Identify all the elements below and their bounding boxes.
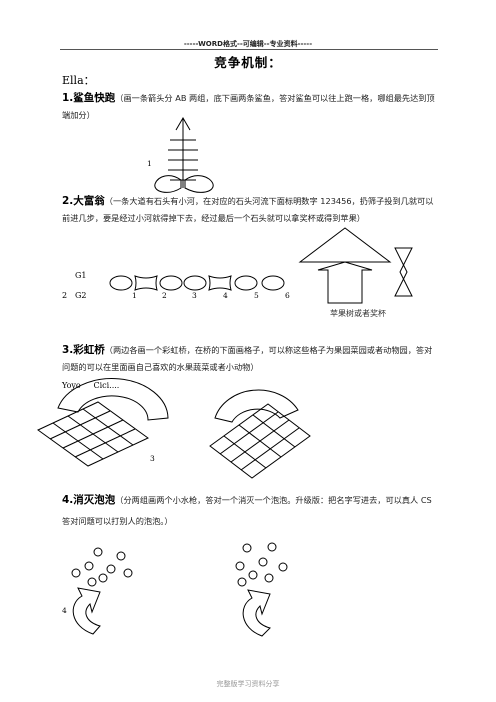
water-gun-left xyxy=(72,587,101,635)
track-prefix: 2 xyxy=(62,291,68,300)
bubble xyxy=(258,557,268,567)
shark-left xyxy=(154,175,182,193)
reward-label: 苹果树或者奖杯 xyxy=(330,309,386,318)
shark-right xyxy=(184,175,214,193)
page-header: -----WORD格式--可编辑--专业资料----- xyxy=(183,40,313,48)
section-bubbles: 4.消灭泡泡（分两组画两个小水枪，答对一个消灭一个泡泡。升级版：把名字写进去，可… xyxy=(62,490,436,532)
grid-line xyxy=(82,408,134,446)
grid-line xyxy=(223,435,267,469)
tree-trunk-arrow xyxy=(317,261,373,304)
bubble xyxy=(87,577,97,587)
bubble xyxy=(235,561,245,571)
bubble xyxy=(264,573,274,583)
grid-line xyxy=(74,428,136,458)
section-desc: （画一条箭头分 AB 两组，底下画两条鲨鱼，答对鲨鱼可以往上跑一格，哪组最先达到… xyxy=(62,93,435,120)
stone xyxy=(109,275,133,291)
section-desc: （分两组画两个小水枪，答对一个消灭一个泡泡。升级版：把名字写进去，可以真人 CS… xyxy=(62,495,432,526)
section-desc: （两边各画一个彩虹桥，在桥的下面画格子，可以称这些格子为果园菜园或者动物园，答对… xyxy=(62,345,433,372)
step-1: 1 xyxy=(132,291,137,300)
stone xyxy=(261,275,285,291)
section-shark-run: 1.鲨鱼快跑（画一条箭头分 AB 两组，底下画两条鲨鱼，答对鲨鱼可以往上跑一格，… xyxy=(62,90,436,124)
step-4: 4 xyxy=(223,291,228,300)
rainbow-number: 3 xyxy=(150,454,155,463)
grid-line xyxy=(219,411,279,455)
grid-line xyxy=(49,410,111,440)
grid-left xyxy=(37,401,149,467)
bubble xyxy=(248,570,258,580)
stone xyxy=(159,275,183,291)
bubble xyxy=(71,568,81,578)
stone xyxy=(234,275,258,291)
bubble xyxy=(84,561,94,571)
grid-line xyxy=(240,427,300,471)
bubble xyxy=(267,542,277,552)
rainbow-right xyxy=(214,389,299,423)
section-rainbow-bridge: 3.彩虹桥（两边各画一个彩虹桥，在桥的下面画格子，可以称这些格子为果园菜园或者动… xyxy=(62,342,436,376)
bubble xyxy=(93,547,103,557)
header-divider xyxy=(60,49,438,50)
stone xyxy=(183,275,207,291)
page-footer: 完整版学习资料分享 xyxy=(216,680,280,688)
bubble xyxy=(123,568,133,578)
grid-line xyxy=(252,414,296,448)
river xyxy=(208,275,232,291)
bubble xyxy=(278,562,288,572)
tree-crown xyxy=(298,227,392,263)
grid-line xyxy=(52,422,104,460)
step-6: 6 xyxy=(285,291,290,300)
bubbles-number: 4 xyxy=(62,606,67,615)
section-label: 2.大富翁 xyxy=(62,195,105,207)
player-names: Yoyo Cici.... xyxy=(62,381,120,390)
section-monopoly: 2.大富翁（一条大道有石头有小河，在对应的石头河流下面标明数字 123456，扔… xyxy=(62,193,436,227)
grid-line xyxy=(67,415,119,453)
page-title: 竞争机制： xyxy=(214,55,282,70)
grid-line xyxy=(238,424,282,458)
step-3: 3 xyxy=(192,291,197,300)
water-gun-right xyxy=(242,589,271,637)
section-desc: （一条大道有石头有小河，在对应的石头河流下面标明数字 123456，扔筛子投到几… xyxy=(62,196,434,223)
bubble xyxy=(106,564,116,574)
author-label: Ella： xyxy=(62,74,95,87)
grid-line xyxy=(230,419,290,463)
river xyxy=(134,275,158,291)
section-label: 4.消灭泡泡 xyxy=(62,494,116,506)
group-2-label: G2 xyxy=(75,291,87,300)
section-label: 3.彩虹桥 xyxy=(62,344,105,356)
bubble xyxy=(242,543,252,553)
step-2: 2 xyxy=(162,291,167,300)
step-5: 5 xyxy=(254,291,259,300)
section-label: 1.鲨鱼快跑 xyxy=(62,92,116,104)
bubble xyxy=(237,577,247,587)
bubble xyxy=(116,551,126,561)
grid-right xyxy=(209,403,311,479)
grid-line xyxy=(62,419,124,449)
trophy-hourglass xyxy=(394,247,413,297)
shark-number: 1 xyxy=(147,159,152,168)
group-1-label: G1 xyxy=(75,271,87,280)
bubble xyxy=(98,573,108,583)
